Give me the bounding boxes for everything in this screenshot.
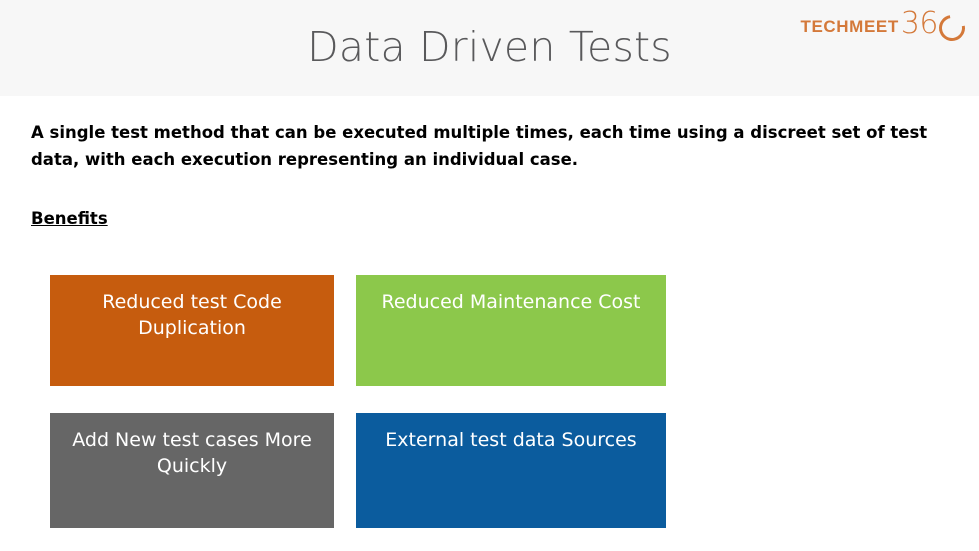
- benefits-heading: Benefits: [31, 209, 108, 228]
- page-title: Data Driven Tests: [307, 23, 672, 71]
- benefit-tile-add-new-test-cases-more-quickly: Add New test cases More Quickly: [50, 413, 334, 528]
- brand-number-text: 36: [900, 6, 939, 41]
- benefit-tile-external-test-data-sources: External test data Sources: [356, 413, 666, 528]
- benefit-tile-reduced-test-code-duplication: Reduced test Code Duplication: [50, 275, 334, 386]
- benefit-tile-reduced-maintenance-cost: Reduced Maintenance Cost: [356, 275, 666, 386]
- brand-logo: TECHMEET 36: [800, 6, 971, 47]
- intro-paragraph: A single test method that can be execute…: [31, 123, 928, 169]
- brand-name-text: TECHMEET: [800, 16, 899, 36]
- slide-header: [0, 0, 979, 96]
- benefits-grid: Reduced test Code Duplication Reduced Ma…: [50, 275, 666, 528]
